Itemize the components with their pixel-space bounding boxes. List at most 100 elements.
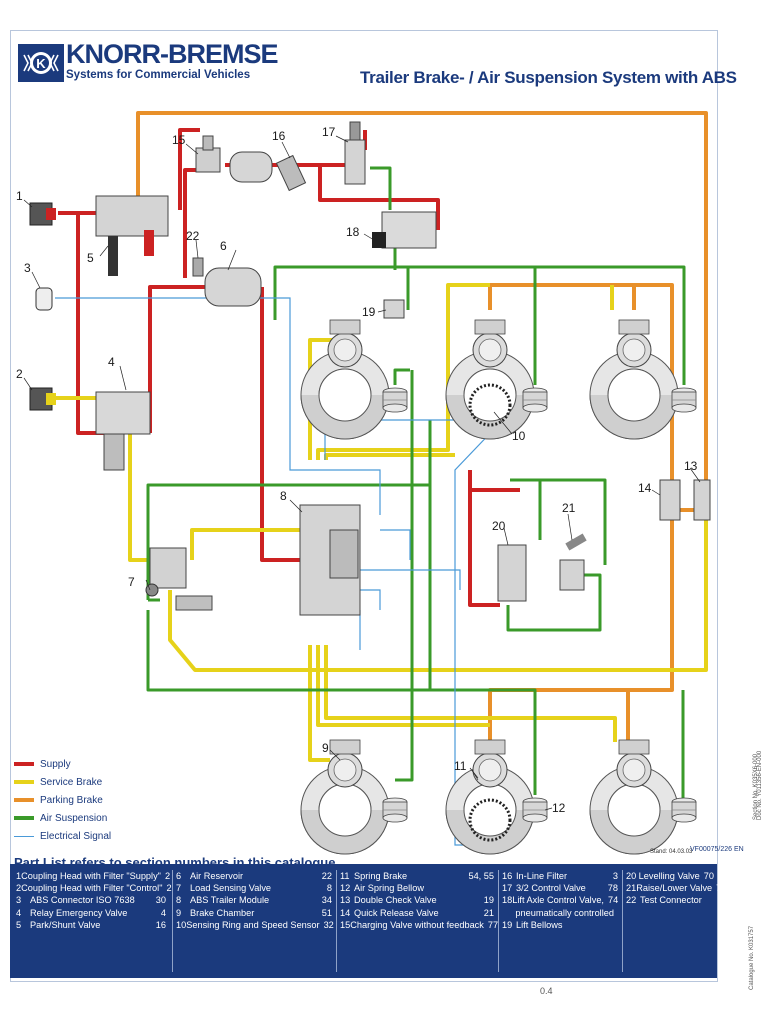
legend-label: Air Suspension — [40, 812, 108, 824]
brand-subtitle: Systems for Commercial Vehicles — [66, 69, 251, 81]
coupling-head-supply — [29, 202, 56, 226]
air-reservoir-top — [229, 151, 273, 183]
brake-unit-lower-left — [300, 739, 390, 855]
stand-date: Stand: 04.03.03 — [650, 849, 693, 855]
levelling-valve — [497, 544, 527, 602]
air-spring-bellow — [382, 797, 408, 823]
page-number: 0.4 — [540, 986, 553, 996]
callout-label: 19 — [362, 305, 376, 319]
brake-unit-lower-middle — [445, 739, 535, 855]
legend-item-supply: Supply — [14, 755, 111, 773]
legend-item-air-suspension: Air Suspension — [14, 809, 111, 827]
callout-label: 2 — [16, 367, 23, 381]
callout-label: 4 — [108, 355, 115, 369]
quick-release-valve — [659, 479, 681, 521]
callout-label: 17 — [322, 125, 336, 139]
document-reference: VF00075/226 EN — [690, 846, 744, 853]
air-reservoir — [204, 267, 262, 307]
column-divider — [622, 870, 623, 972]
callout-label: 15 — [172, 133, 186, 147]
air-spring-bellow — [671, 387, 697, 413]
test-connector — [192, 257, 204, 277]
brand-block: KNORR-BREMSE Systems for Commercial Vehi… — [66, 39, 279, 82]
callout-label: 6 — [220, 239, 227, 253]
legend-label: Parking Brake — [40, 794, 103, 806]
callout-label: 3 — [24, 261, 31, 275]
page-title: Trailer Brake- / Air Suspension System w… — [360, 68, 737, 87]
callout-label: 13 — [684, 459, 698, 473]
part-row: pneumatically controlled — [515, 907, 614, 918]
legend-label: Service Brake — [40, 776, 103, 788]
callout-label: 21 — [562, 501, 576, 515]
column-divider — [172, 870, 173, 972]
callout-label: 9 — [322, 741, 329, 755]
pipe-legend: Supply Service Brake Parking Brake Air S… — [14, 755, 111, 845]
abs-trailer-module — [299, 504, 361, 616]
callout-label: 11 — [454, 759, 467, 773]
lift-axle-control-valve — [372, 211, 437, 249]
brake-unit-upper-middle — [445, 319, 535, 440]
relay-emergency-valve — [95, 391, 151, 471]
side-text: Catalogue No. K031757 — [749, 925, 755, 990]
svg-text:K: K — [36, 56, 46, 71]
air-spring-bellow — [382, 387, 408, 413]
control-valve-3-2 — [344, 121, 366, 185]
side-catalogue-info: Catalogue No. K031757 Section No. K035X6… — [747, 751, 763, 1010]
air-spring-bellow — [522, 387, 548, 413]
load-sensing-valve — [145, 547, 213, 611]
knorr-bremse-logo-icon: K — [18, 44, 64, 82]
coupling-head-control — [29, 387, 56, 411]
legend-item-service-brake: Service Brake — [14, 773, 111, 791]
raise-lower-valve — [559, 533, 587, 591]
pneumatic-system-diagram: 1 2 3 4 5 6 7 8 9 10 11 12 13 14 15 16 1… — [16, 111, 711, 855]
legend-label: Electrical Signal — [40, 830, 112, 842]
column-divider — [336, 870, 337, 972]
legend-item-parking-brake: Parking Brake — [14, 791, 111, 809]
lift-bellows — [383, 299, 405, 319]
callout-label: 18 — [346, 225, 360, 239]
in-line-filter — [275, 154, 307, 192]
callout-label: 16 — [272, 129, 286, 143]
legend-item-electrical-signal: Electrical Signal — [14, 827, 111, 845]
callout-label: 5 — [87, 251, 94, 265]
park-shunt-valve — [95, 195, 169, 276]
callout-label: 14 — [638, 481, 652, 495]
abs-connector — [35, 287, 53, 311]
callout-label: 10 — [512, 429, 526, 443]
sensing-ring-upper — [468, 383, 512, 427]
callout-label: 12 — [552, 801, 566, 815]
air-spring-bellow — [522, 797, 548, 823]
callout-label: 8 — [280, 489, 287, 503]
column-divider — [498, 870, 499, 972]
callout-label: 1 — [16, 189, 23, 203]
callout-label: 20 — [492, 519, 506, 533]
sensing-ring-lower — [468, 798, 512, 842]
callout-label: 7 — [128, 575, 135, 589]
charging-valve — [195, 135, 221, 173]
brand-name: KNORR-BREMSE — [66, 39, 279, 69]
double-check-valve — [693, 479, 711, 521]
